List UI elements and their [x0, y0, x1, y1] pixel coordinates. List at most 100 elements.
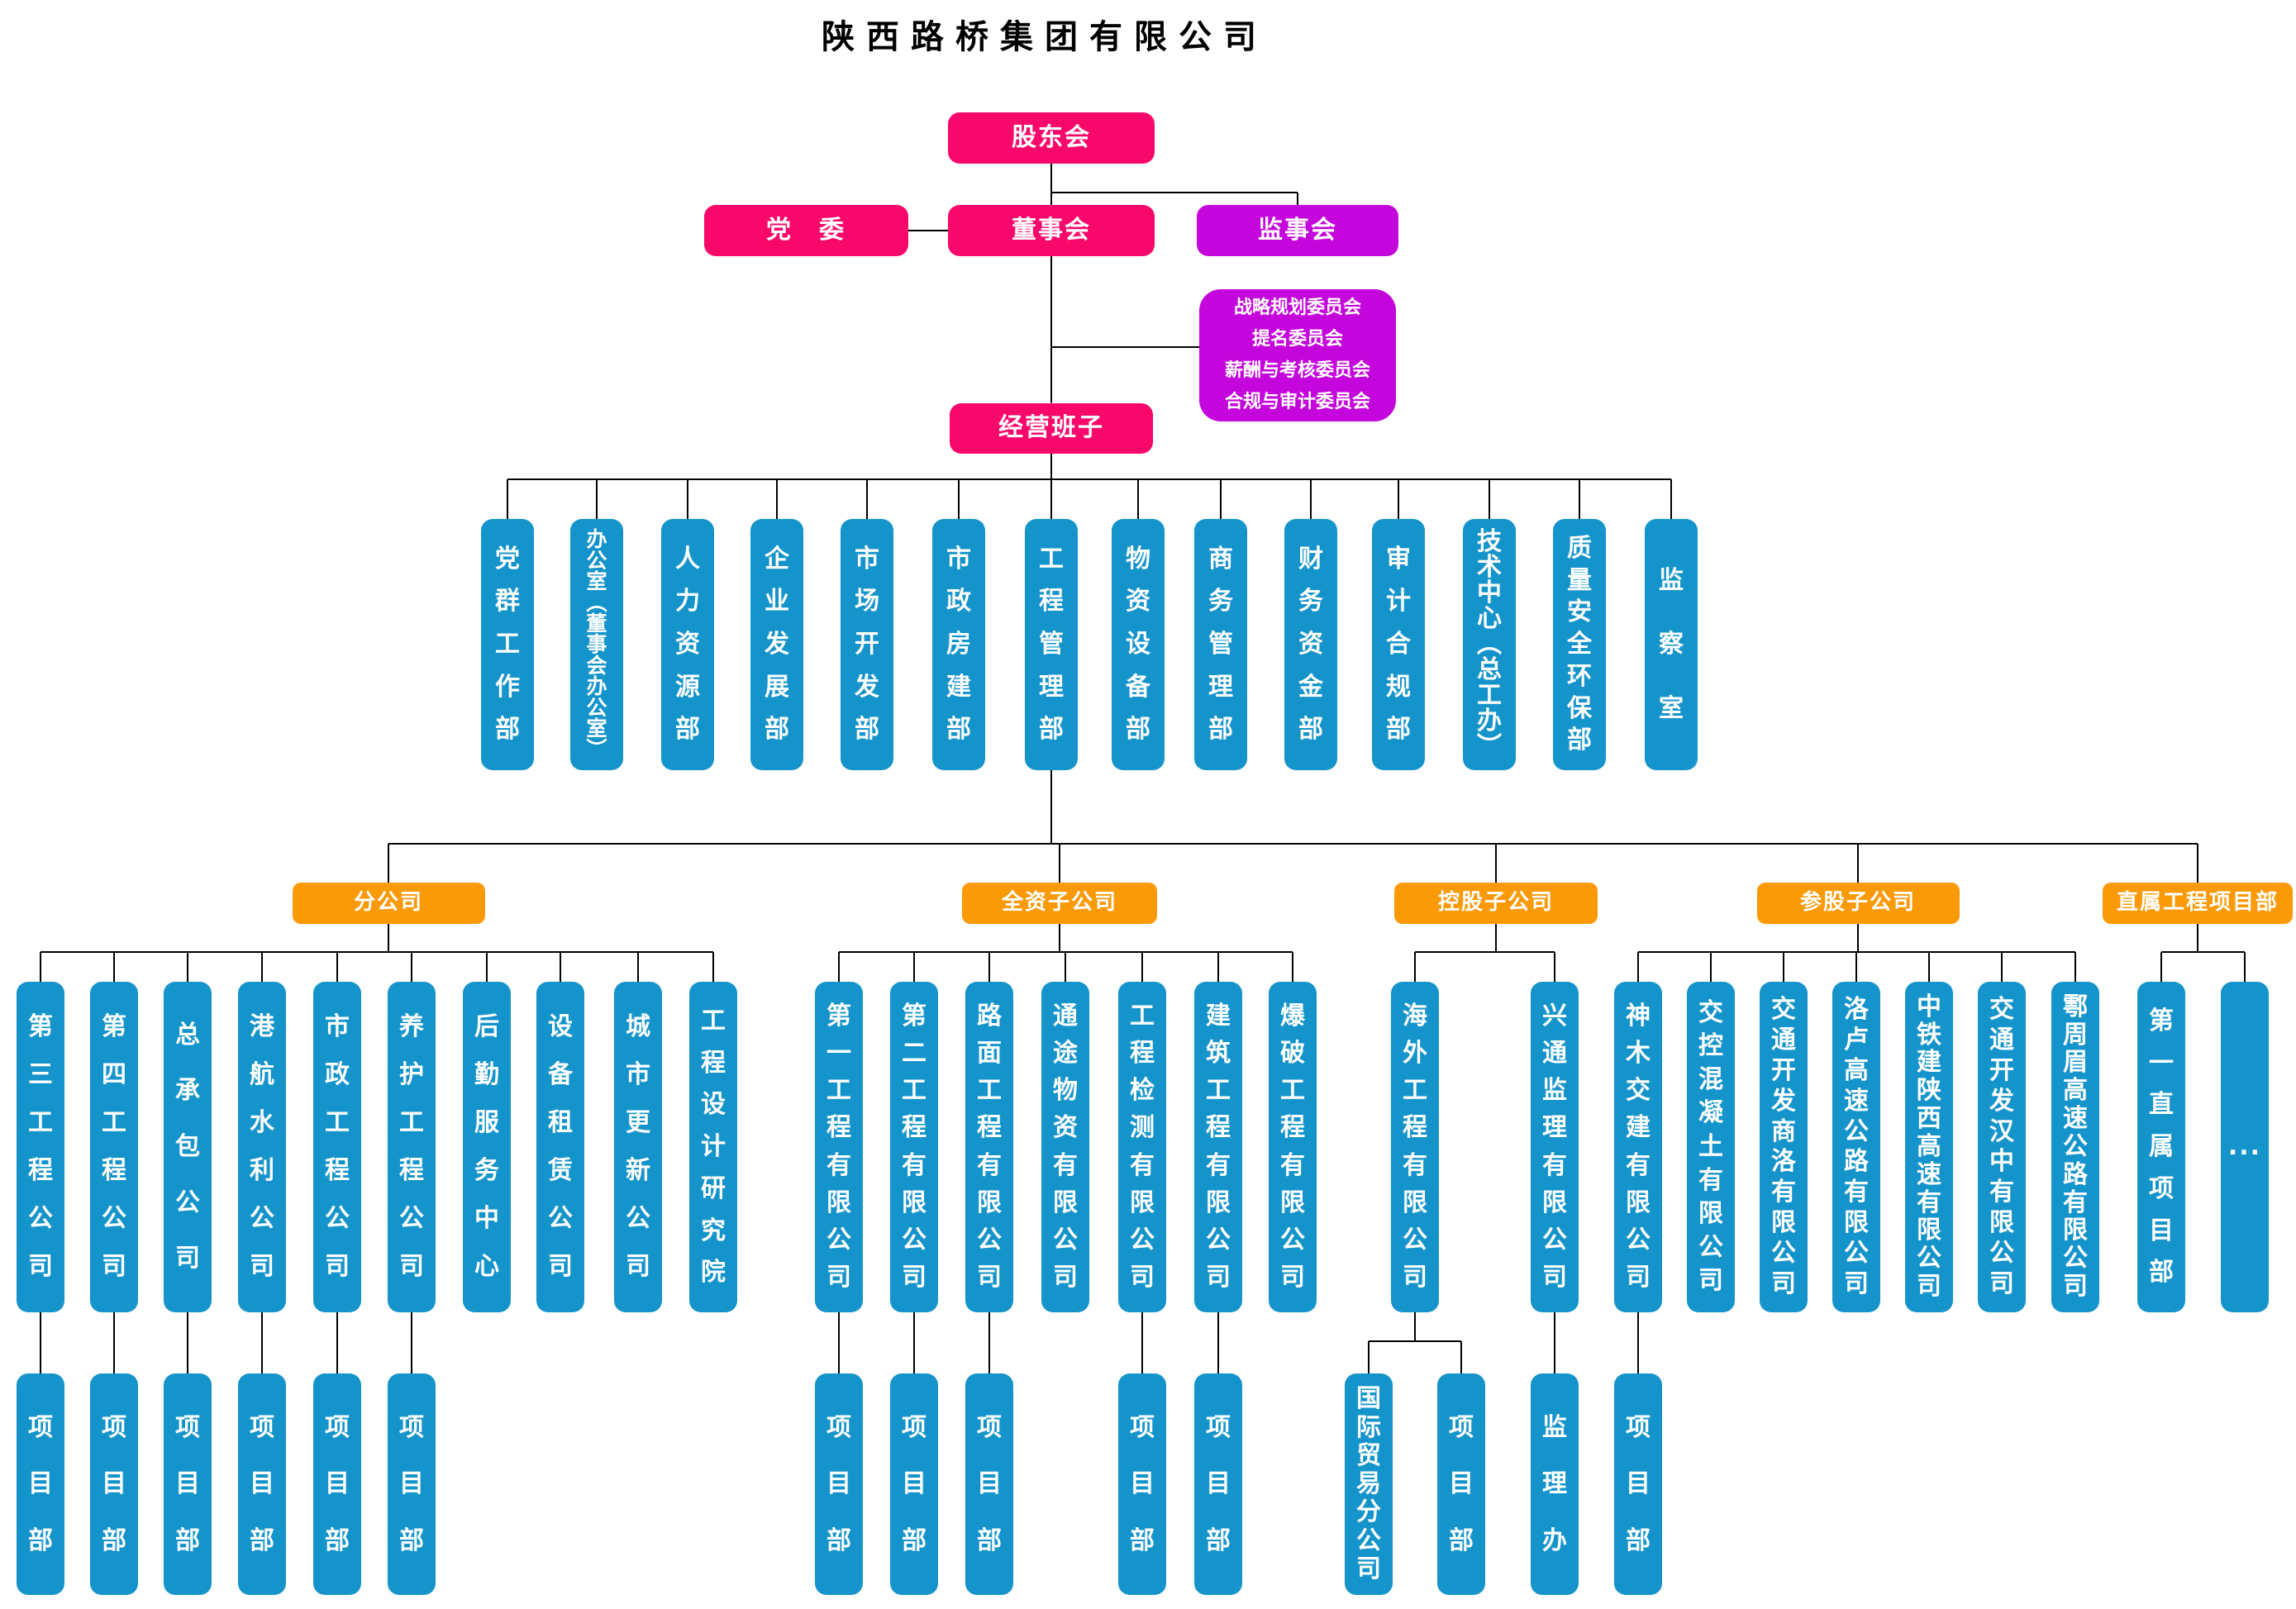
company-box-3-2: 交通开发商洛有限公司: [1760, 982, 1808, 1312]
label-char: 项: [175, 1412, 200, 1442]
label-char: 有: [1989, 1178, 2014, 1207]
box-label-vertical: 项目部: [1614, 1373, 1662, 1595]
label-char: 工: [28, 1108, 53, 1137]
label-char: 交: [1626, 1076, 1651, 1106]
label-char: 项: [250, 1412, 274, 1442]
box-label-vertical: 商务管理部: [1194, 519, 1247, 770]
label-char: 水: [250, 1108, 274, 1137]
group-box-wholly-owned-subsidiaries: 全资子公司: [962, 883, 1157, 924]
label-char: 程: [1039, 587, 1064, 616]
box-label-vertical: 神木交建有限公司: [1614, 982, 1662, 1312]
box-label-vertical: 监理办: [1531, 1373, 1579, 1595]
label-char: 事: [586, 632, 607, 657]
label-char: 限: [977, 1188, 1002, 1217]
label-char: 发: [1771, 1086, 1796, 1116]
box-label-vertical: 港航水利公司: [238, 982, 286, 1312]
label-char: 第: [902, 1002, 926, 1031]
label-char: 分: [1356, 1497, 1381, 1527]
company-box-3-4: 中铁建陕西高速有限公司: [1905, 982, 1953, 1312]
label-char: 有: [1130, 1150, 1155, 1180]
label-char: 有: [1280, 1150, 1305, 1180]
label-char: 限: [1698, 1199, 1723, 1229]
box-label-vertical: 后勤服务中心: [463, 982, 511, 1312]
label-char: 际: [1356, 1412, 1381, 1442]
company-box-1-3: 通途物资有限公司: [1041, 982, 1089, 1312]
label-char: 物: [1126, 544, 1150, 574]
box-label-vertical: 项目部: [1437, 1373, 1485, 1595]
label-char: 建: [1206, 1002, 1231, 1031]
label-char: 司: [1989, 1269, 2014, 1299]
label-char: 路: [977, 1002, 1002, 1031]
label-char: 包: [175, 1131, 200, 1161]
label-char: 公: [1356, 1526, 1381, 1555]
label-char: 部: [1039, 715, 1064, 745]
label-char: 物: [1053, 1076, 1078, 1106]
label-char: 办: [1477, 707, 1502, 735]
group-box-branch-companies: 分公司: [292, 883, 485, 924]
label-char: 项: [1626, 1412, 1651, 1442]
label-char: 有: [902, 1150, 926, 1180]
label-char: 三: [28, 1060, 53, 1089]
label-char: 部: [946, 715, 971, 745]
box-label-vertical: 通途物资有限公司: [1041, 982, 1089, 1312]
sub-box-2-0-1: 项目部: [1437, 1373, 1485, 1595]
company-box-1-6: 爆破工程有限公司: [1269, 982, 1317, 1312]
label-char: 市: [626, 1060, 650, 1089]
label-char: 程: [1206, 1113, 1231, 1143]
label-char: 场: [855, 587, 879, 616]
label-char: 中: [474, 1204, 499, 1233]
label-char: 院: [701, 1258, 726, 1288]
box-label-vertical: 海外工程有限公司: [1391, 982, 1439, 1312]
label-char: 有: [1917, 1188, 1941, 1217]
label-char: 有: [1206, 1150, 1231, 1180]
label-char: 质: [1567, 533, 1592, 563]
label-char: 部: [675, 715, 700, 745]
label-char: 项: [102, 1412, 126, 1442]
label-char: 市: [946, 544, 971, 574]
label-char: 目: [1626, 1469, 1651, 1498]
label-char: ︵: [586, 590, 607, 615]
label-char: 公: [1771, 1239, 1796, 1269]
label-char: 公: [1626, 1225, 1651, 1254]
label-char: 工: [1477, 681, 1502, 710]
box-label-vertical: 交通开发商洛有限公司: [1760, 982, 1808, 1312]
label-char: 部: [102, 1526, 126, 1555]
label-char: 政: [946, 587, 971, 616]
label-char: 部: [1298, 715, 1323, 745]
label-char: 司: [325, 1252, 350, 1281]
sub-box-3-0-0: 项目部: [1614, 1373, 1662, 1595]
label-char: 利: [250, 1156, 274, 1185]
sub-box-1-4-0: 项目部: [1118, 1373, 1166, 1595]
company-box-1-2: 路面工程有限公司: [965, 982, 1013, 1312]
box-label-vertical: 项目部: [890, 1373, 938, 1595]
label-char: 海: [1403, 1002, 1427, 1031]
company-box-0-4: 市政工程公司: [313, 982, 361, 1312]
box-label-vertical: 市政工程公司: [313, 982, 361, 1312]
label-char: 群: [495, 587, 520, 616]
label-char: 交: [1989, 994, 2014, 1024]
label-char: 木: [1626, 1039, 1651, 1069]
company-box-0-5: 养护工程公司: [388, 982, 436, 1312]
box-label-vertical: 项目部: [313, 1373, 361, 1595]
label-char: 程: [325, 1156, 350, 1185]
label-char: 目: [902, 1469, 926, 1498]
label-char: 计: [701, 1132, 726, 1161]
label-char: 高: [1844, 1055, 1869, 1085]
label-char: 眉: [2063, 1048, 2088, 1078]
label-char: 外: [1403, 1039, 1427, 1069]
department-box-6: 市政房建部: [932, 519, 985, 770]
label-char: 土: [1698, 1131, 1723, 1161]
label-char: 公: [1130, 1225, 1155, 1254]
label-char: 部: [765, 715, 789, 745]
label-char: 作: [495, 672, 520, 702]
label-char: 公: [1917, 1244, 1941, 1273]
label-char: 程: [1403, 1113, 1427, 1143]
label-char: 究: [701, 1216, 726, 1245]
label-char: 部: [855, 715, 879, 745]
box-label-vertical: 党群工作部: [481, 519, 534, 770]
box-label: ...: [2227, 1131, 2262, 1161]
label-char: 检: [1130, 1076, 1155, 1106]
label-char: ︵: [1477, 630, 1502, 659]
label-char: 司: [902, 1262, 926, 1292]
box-label-vertical: 工程设计研究院: [689, 982, 737, 1312]
